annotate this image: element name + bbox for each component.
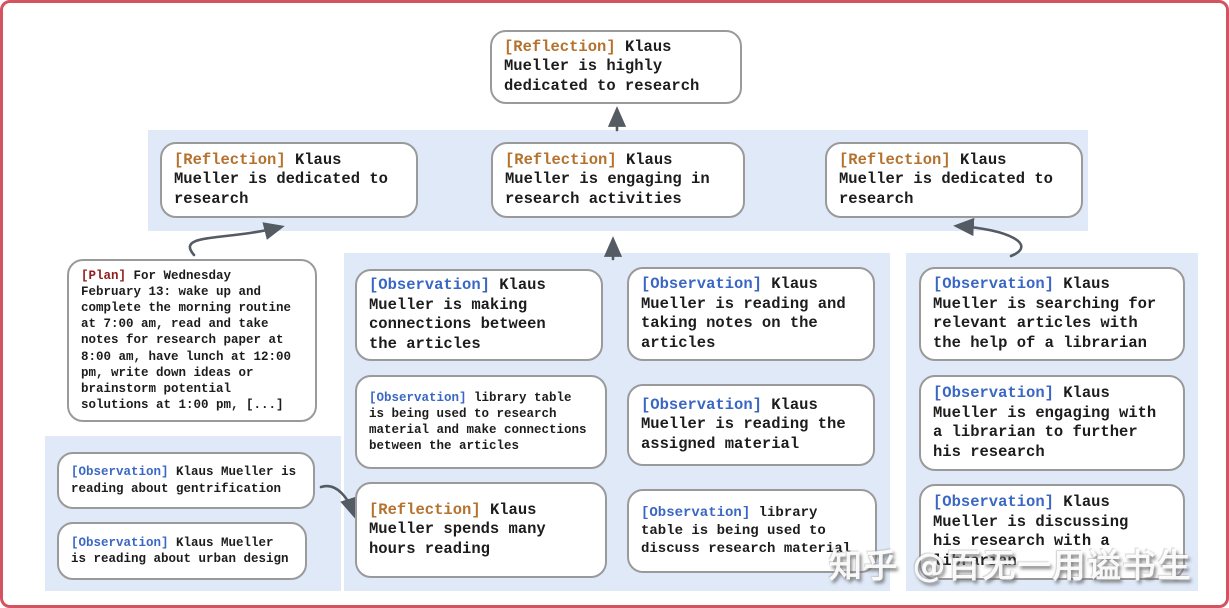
observation-tag: [Observation] <box>641 275 762 293</box>
node-text: [Reflection] Klaus Mueller is engaging i… <box>505 151 710 210</box>
node-text: [Observation] Klaus Mueller is reading a… <box>71 464 296 496</box>
node-observation-gentrification: [Observation] Klaus Mueller is reading a… <box>57 452 315 509</box>
node-observation-making-connections: [Observation] Klaus Mueller is making co… <box>355 269 603 361</box>
node-body: Klaus Mueller is engaging in research ac… <box>505 150 710 208</box>
reflection-tag: [Reflection] <box>839 150 951 169</box>
node-reflection-root: [Reflection] Klaus Mueller is highly ded… <box>490 30 742 104</box>
observation-tag: [Observation] <box>933 384 1054 402</box>
reflection-tag: [Reflection] <box>174 150 286 169</box>
node-body: Klaus Mueller is dedicated to research <box>174 150 388 208</box>
node-observation-urban-design: [Observation] Klaus Mueller is reading a… <box>57 522 307 580</box>
node-text: [Observation] Klaus Mueller is making co… <box>369 276 546 354</box>
node-body: Klaus Mueller is dedicated to research <box>839 150 1053 208</box>
node-body: Klaus Mueller is reading the assigned ma… <box>641 395 846 453</box>
node-body: Klaus Mueller is searching for relevant … <box>933 275 1157 352</box>
node-text: [Observation] Klaus Mueller is reading t… <box>641 396 846 455</box>
node-observation-searching-articles: [Observation] Klaus Mueller is searching… <box>919 267 1185 361</box>
node-body: Klaus Mueller spends many hours reading <box>369 500 546 558</box>
plan-tag: [Plan] <box>81 268 127 283</box>
observation-tag: [Observation] <box>369 390 467 405</box>
node-reflection-right: [Reflection] Klaus Mueller is dedicated … <box>825 142 1083 218</box>
node-body: library table is being used to discuss r… <box>641 505 852 557</box>
node-body: For Wednesday February 13: wake up and c… <box>81 268 292 413</box>
node-body: Klaus Mueller is reading and taking note… <box>641 275 846 352</box>
node-observation-library-table-research: [Observation] library table is being use… <box>355 375 607 469</box>
node-body: Klaus Mueller is making connections betw… <box>369 276 546 353</box>
node-observation-engaging-librarian: [Observation] Klaus Mueller is engaging … <box>919 375 1185 471</box>
observation-tag: [Observation] <box>71 465 169 480</box>
reflection-tag: [Reflection] <box>505 150 617 169</box>
reflection-tag: [Reflection] <box>504 37 616 56</box>
node-text: [Observation] library table is being use… <box>641 504 851 558</box>
node-observation-library-table-discuss: [Observation] library table is being use… <box>627 489 877 573</box>
node-text: [Reflection] Klaus Mueller is dedicated … <box>839 151 1053 210</box>
zhihu-watermark: 知乎 @百无一用谥书生 <box>829 546 1193 585</box>
node-text: [Observation] library table is being use… <box>369 390 587 455</box>
observation-tag: [Observation] <box>933 275 1054 293</box>
node-body: Klaus Mueller is reading about gentrific… <box>71 465 297 496</box>
node-body: Klaus Mueller is discussing his research… <box>933 493 1129 570</box>
observation-tag: [Observation] <box>369 276 490 294</box>
node-text: [Plan] For Wednesday February 13: wake u… <box>81 268 291 414</box>
node-text: [Observation] Klaus Mueller is engaging … <box>933 384 1156 462</box>
node-text: [Observation] Klaus Mueller is reading a… <box>71 535 289 567</box>
observation-tag: [Observation] <box>641 505 751 521</box>
node-reflection-middle: [Reflection] Klaus Mueller is engaging i… <box>491 142 745 218</box>
node-plan: [Plan] For Wednesday February 13: wake u… <box>67 259 317 422</box>
node-text: [Reflection] Klaus Mueller spends many h… <box>369 501 546 560</box>
observation-tag: [Observation] <box>933 493 1054 511</box>
node-observation-assigned-material: [Observation] Klaus Mueller is reading t… <box>627 384 875 466</box>
observation-tag: [Observation] <box>641 395 762 414</box>
node-body: library table is being used to research … <box>369 390 587 454</box>
node-text: [Observation] Klaus Mueller is reading a… <box>641 275 846 353</box>
observation-tag: [Observation] <box>71 535 169 550</box>
node-body: Klaus Mueller is highly dedicated to res… <box>504 37 700 95</box>
node-text: [Reflection] Klaus Mueller is dedicated … <box>174 151 388 210</box>
node-text: [Observation] Klaus Mueller is discussin… <box>933 493 1128 571</box>
arrow-plan-to-ref1 <box>188 222 285 257</box>
node-text: [Reflection] Klaus Mueller is highly ded… <box>504 38 699 97</box>
node-body: Klaus Mueller is engaging with a librari… <box>933 384 1157 461</box>
node-text: [Observation] Klaus Mueller is searching… <box>933 275 1156 353</box>
node-reflection-hours-reading: [Reflection] Klaus Mueller spends many h… <box>355 482 607 578</box>
node-observation-discussing-research: [Observation] Klaus Mueller is discussin… <box>919 484 1185 580</box>
node-observation-taking-notes: [Observation] Klaus Mueller is reading a… <box>627 267 875 361</box>
node-body: Klaus Mueller is reading about urban des… <box>71 535 289 566</box>
reflection-tag: [Reflection] <box>369 500 481 519</box>
node-reflection-left: [Reflection] Klaus Mueller is dedicated … <box>160 142 418 218</box>
